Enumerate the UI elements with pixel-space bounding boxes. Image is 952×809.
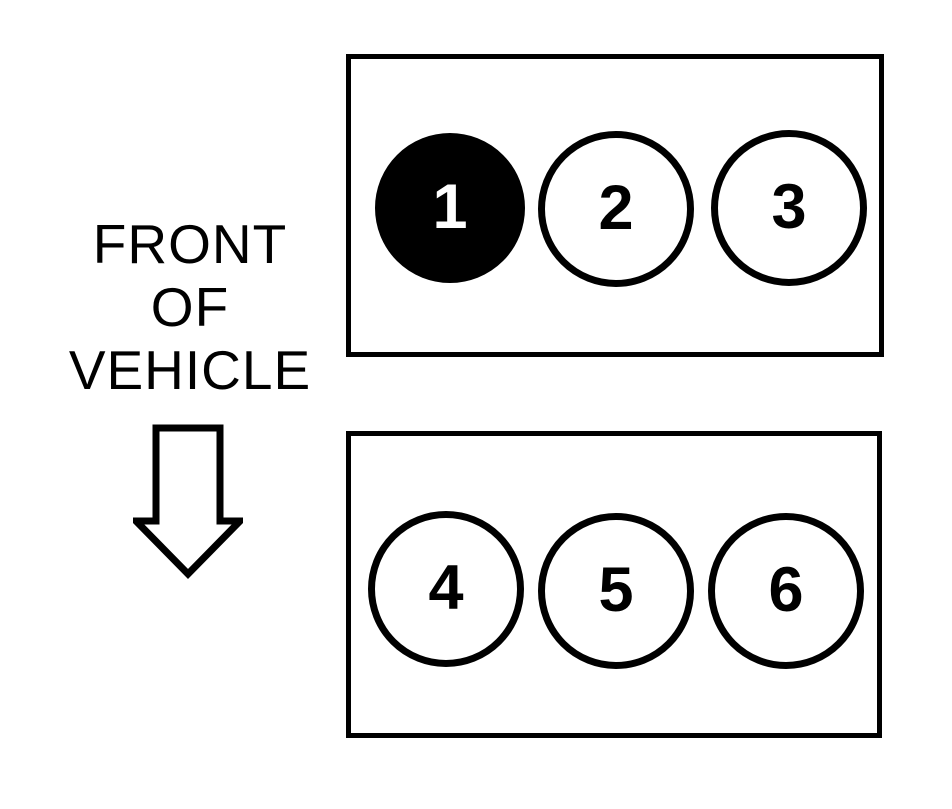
cylinder-bank-top: 1 2 3 [346, 54, 884, 357]
cylinder-1-label: 1 [432, 172, 468, 242]
cylinder-2: 2 [538, 131, 694, 287]
cylinder-bank-bottom: 4 5 6 [346, 431, 882, 738]
down-arrow-icon [133, 424, 243, 579]
cylinder-3-label: 3 [771, 172, 807, 242]
cylinder-5: 5 [538, 513, 694, 669]
front-label-line-2: OF [150, 276, 230, 338]
cylinder-2-label: 2 [598, 173, 634, 243]
front-label-line-1: FRONT [92, 213, 288, 275]
front-label-line-3: VEHICLE [68, 339, 312, 401]
cylinder-4: 4 [368, 511, 524, 667]
front-of-vehicle-label: FRONT OF VEHICLE [48, 213, 332, 402]
cylinder-1: 1 [375, 133, 525, 283]
cylinder-4-label: 4 [428, 553, 464, 623]
cylinder-6-label: 6 [768, 555, 804, 625]
cylinder-5-label: 5 [598, 555, 634, 625]
cylinder-3: 3 [711, 130, 867, 286]
cylinder-6: 6 [708, 513, 864, 669]
